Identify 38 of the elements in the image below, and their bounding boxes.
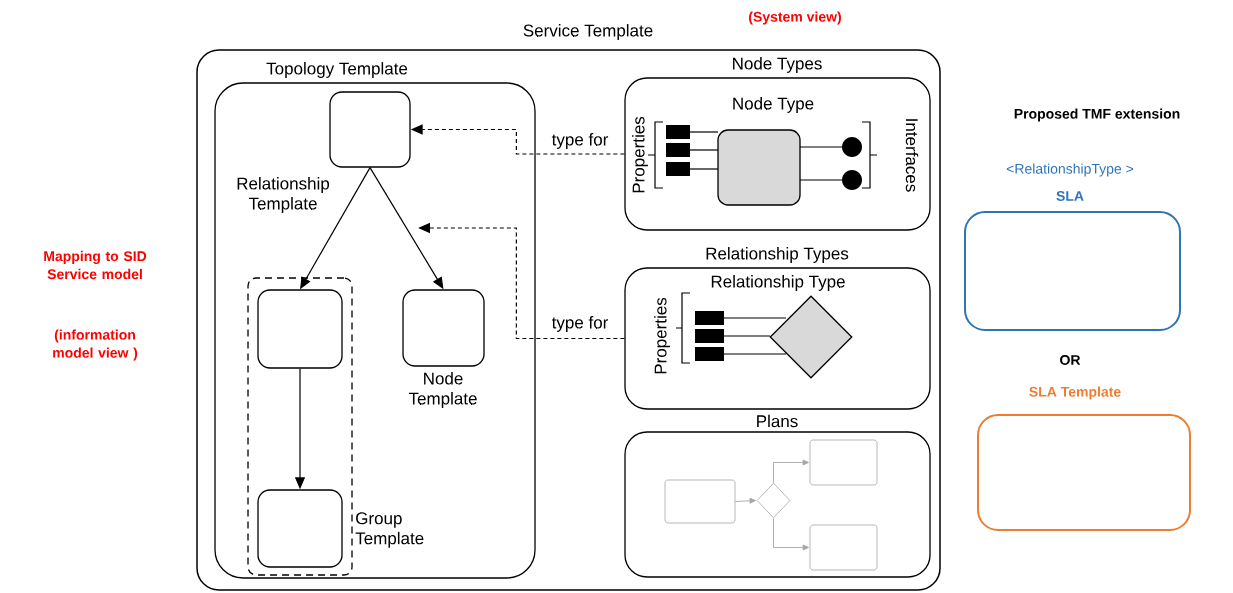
edge-label: type for <box>550 315 610 333</box>
node-label: Topology Template <box>266 62 408 78</box>
plans-panel: Plans <box>624 414 931 578</box>
plan-step-box <box>809 439 878 486</box>
mapping-note: Mapping to SID Service model <box>44 250 147 280</box>
view-note: (System view) <box>749 11 841 25</box>
node-label: Relationship Types <box>706 247 849 263</box>
plan-step-box <box>664 479 736 524</box>
edge-label: type for <box>550 132 610 150</box>
template-box: Node Template <box>402 289 485 408</box>
interfaces-label: Interfaces <box>905 119 919 192</box>
view-note: (information model view ) <box>53 329 138 361</box>
arrow <box>773 459 809 484</box>
arrow <box>773 517 809 551</box>
node-label: Node Type <box>733 97 814 113</box>
template-box <box>257 489 343 568</box>
sla-box: <RelationshipType > SLA <box>964 163 1181 331</box>
node-label: SLA <box>1056 191 1084 201</box>
properties-label: Properties <box>654 297 670 374</box>
node-label: SLA Template <box>1029 386 1121 400</box>
node-label: Node Types <box>733 57 822 73</box>
arrow <box>734 497 756 504</box>
sla-box: SLA Template <box>977 386 1191 531</box>
node-type-box: Node Type <box>717 97 814 206</box>
node-label: <RelationshipType > <box>1006 163 1134 177</box>
node-label: Relationship Type <box>711 275 845 291</box>
node-label: Node Template <box>408 372 477 408</box>
node-label: Plans <box>757 414 798 428</box>
plan-step-box <box>809 524 878 571</box>
template-box <box>329 91 411 168</box>
or-label: OR <box>1060 355 1081 365</box>
template-box <box>257 289 343 369</box>
node-label: Group Template <box>355 512 424 548</box>
decision-diamond <box>756 482 791 519</box>
extension-heading: Proposed TMF extension <box>1014 108 1180 122</box>
template-label: Relationship Template <box>237 177 330 213</box>
node-label: Service Template <box>523 24 653 40</box>
properties-label: Properties <box>632 116 648 193</box>
